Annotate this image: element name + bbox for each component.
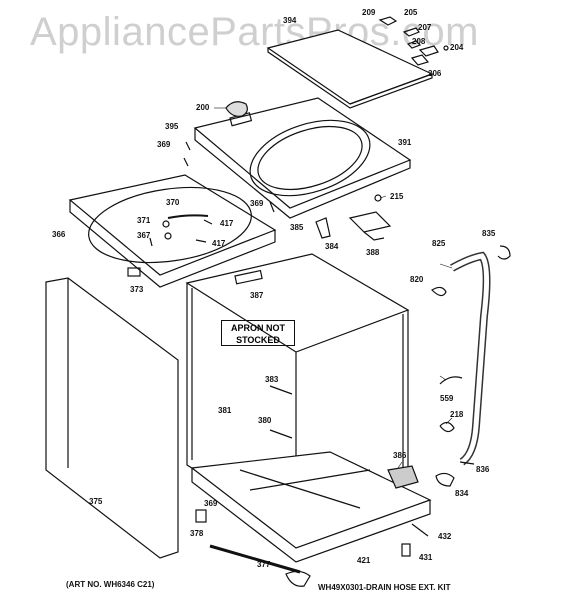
callout-385: 385 <box>290 223 304 232</box>
bracket-parts <box>315 211 392 241</box>
callout-218: 218 <box>450 410 464 419</box>
top-cover-part <box>193 97 412 219</box>
callout-417-right: 417 <box>220 219 234 228</box>
callout-206: 206 <box>428 69 442 78</box>
callout-388: 388 <box>366 248 380 257</box>
callout-375: 375 <box>89 497 103 506</box>
callout-370: 370 <box>166 198 180 207</box>
callout-825: 825 <box>432 239 446 248</box>
art-number: (ART NO. WH6346 C21) <box>66 580 155 589</box>
apron-note-line-1: APRON NOT <box>231 323 285 333</box>
callout-369-frame: 369 <box>250 199 264 208</box>
hose-fittings <box>431 286 475 487</box>
frame-part <box>68 174 277 288</box>
callout-205: 205 <box>404 8 418 17</box>
rod-and-pins <box>149 214 213 247</box>
callout-421: 421 <box>357 556 371 565</box>
clip-part <box>127 267 141 277</box>
leader-lines <box>214 107 453 469</box>
callout-377: 377 <box>257 560 271 569</box>
callout-366: 366 <box>52 230 66 239</box>
callout-381: 381 <box>218 406 232 415</box>
callout-207: 207 <box>418 23 432 32</box>
callout-373: 373 <box>130 285 144 294</box>
callout-383: 383 <box>265 375 279 384</box>
drain-hose <box>450 245 511 466</box>
callout-394: 394 <box>283 16 297 25</box>
callout-395: 395 <box>165 122 179 131</box>
callout-371: 371 <box>137 216 151 225</box>
callout-369-base: 369 <box>204 499 218 508</box>
callout-204: 204 <box>450 43 464 52</box>
callout-378: 378 <box>190 529 204 538</box>
leg-and-rod <box>195 509 311 587</box>
callout-559: 559 <box>440 394 454 403</box>
apron-panel <box>45 277 179 559</box>
callout-209: 209 <box>362 8 376 17</box>
base-part <box>190 451 432 563</box>
callout-431: 431 <box>419 553 433 562</box>
lid-part <box>266 29 434 109</box>
callout-200: 200 <box>196 103 210 112</box>
callout-386: 386 <box>393 451 407 460</box>
motor-bracket <box>387 465 419 489</box>
hinge-parts <box>378 16 449 66</box>
apron-note-box: APRON NOT STOCKED <box>221 320 295 346</box>
callout-834: 834 <box>455 489 469 498</box>
dispenser-part <box>225 101 248 117</box>
callout-387: 387 <box>250 291 264 300</box>
callout-417-lower: 417 <box>212 239 226 248</box>
callout-380: 380 <box>258 416 272 425</box>
callout-835: 835 <box>482 229 496 238</box>
callout-391: 391 <box>398 138 412 147</box>
drain-hose-kit-note: WH49X0301-DRAIN HOSE EXT. KIT <box>318 583 451 592</box>
callout-367: 367 <box>137 231 151 240</box>
callout-836: 836 <box>476 465 490 474</box>
callout-208: 208 <box>412 37 426 46</box>
callout-820: 820 <box>410 275 424 284</box>
apron-note-line-2: STOCKED <box>236 335 280 345</box>
callout-384: 384 <box>325 242 339 251</box>
callout-215: 215 <box>390 192 404 201</box>
leveling-screws <box>401 523 429 557</box>
cabinet-body <box>185 253 410 534</box>
callout-369-top: 369 <box>157 140 171 149</box>
callout-432: 432 <box>438 532 452 541</box>
small-screws <box>183 141 382 213</box>
